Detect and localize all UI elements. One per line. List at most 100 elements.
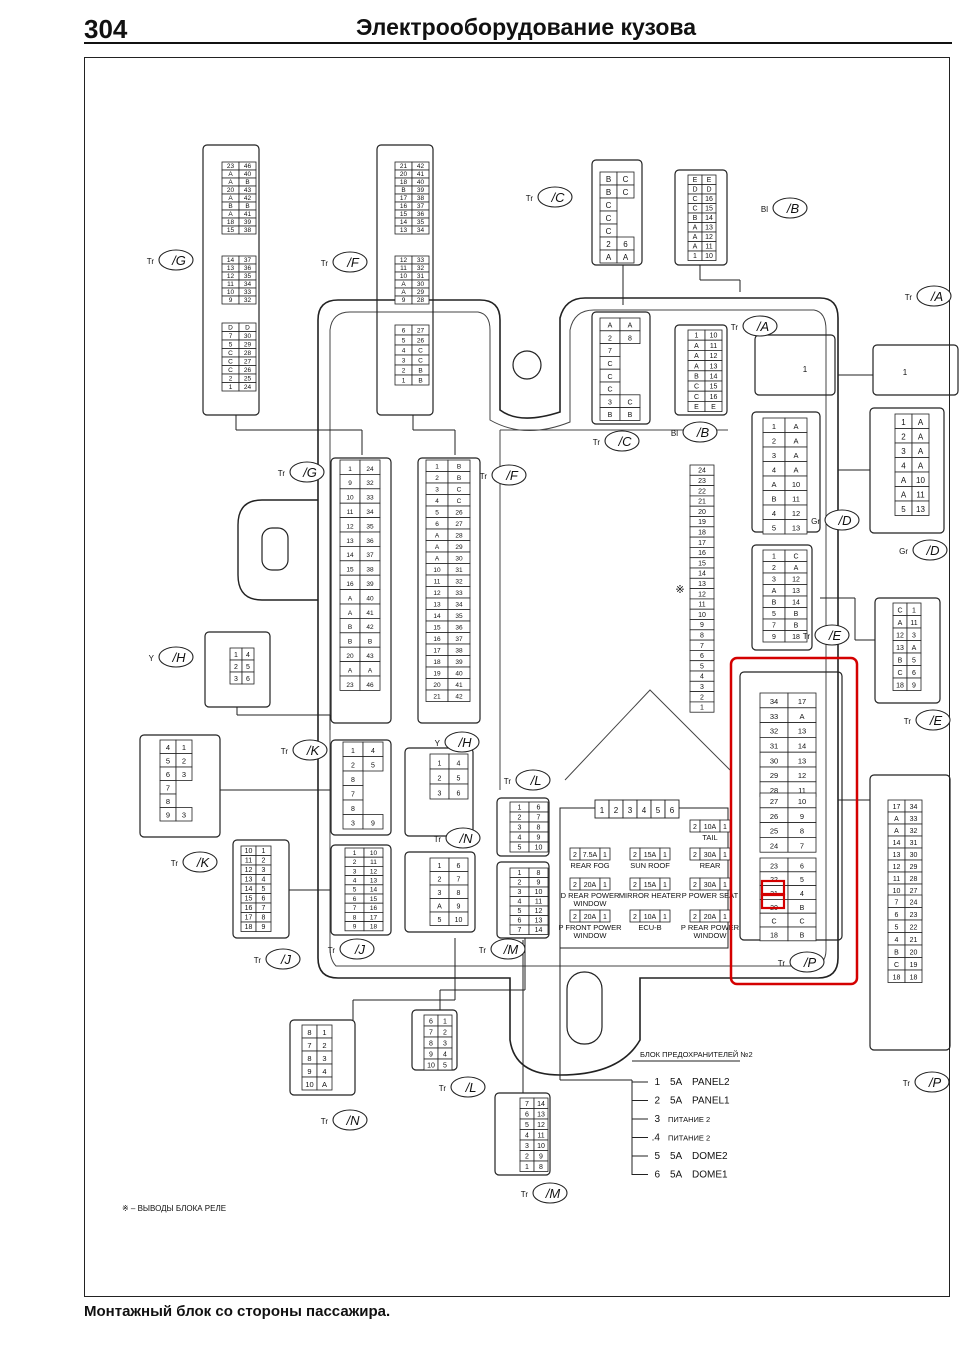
pin-label: 13 (792, 523, 800, 532)
box-connector-c-body (591, 311, 651, 425)
pin-label: 15 (433, 625, 441, 632)
connector-badge-outline (265, 948, 301, 970)
connector-badge-outline (158, 249, 194, 271)
pin-label: 4 (353, 878, 357, 885)
pin-label: 31 (455, 567, 463, 574)
pin-label: 20 (698, 509, 706, 516)
pin-label: 41 (366, 610, 374, 617)
pin-label: 1 (351, 748, 355, 755)
pin-label: A (348, 595, 353, 602)
fuse-block2-name: DOME2 (692, 1151, 728, 1162)
pin-label: 38 (366, 567, 374, 574)
pin-label: 40 (455, 671, 463, 678)
pin-label: 15 (705, 206, 713, 213)
pin-cell (904, 969, 923, 983)
pin-label: 3 (322, 1054, 326, 1063)
pin-label: B (606, 175, 611, 184)
pin-label: 9 (262, 924, 266, 931)
pin-label: 2 (525, 1153, 529, 1160)
pin-label: 27 (910, 888, 918, 895)
pin-label: C (457, 487, 462, 494)
pin-label: 32 (244, 297, 252, 304)
pin-label: 14 (710, 373, 718, 380)
pin-label: 14 (370, 887, 378, 894)
fuse-pin-label: 2 (633, 852, 637, 859)
pin-label: 3 (518, 825, 522, 832)
connector-badge-label: /G (302, 465, 317, 480)
fuse-name: REAR (700, 861, 721, 870)
pin-label: 10 (893, 888, 901, 895)
pin-label: 33 (244, 289, 252, 296)
pin-label: A (401, 289, 406, 296)
pin-label: 7 (353, 905, 357, 912)
connector-badge-outline (450, 1076, 486, 1098)
pin-cell (411, 374, 430, 386)
pin-label: 9 (371, 820, 375, 827)
pin-label: 40 (417, 179, 425, 186)
pin-label: 4 (525, 1132, 529, 1139)
pin-label: 37 (455, 636, 463, 643)
connector-badge-outline (604, 430, 640, 452)
fuse-name: SUN ROOF (630, 861, 670, 870)
pin-label: A (693, 225, 698, 232)
fuse-pin-label: 1 (603, 914, 607, 921)
pin-label: 41 (417, 171, 425, 178)
pin-label: 8 (353, 914, 357, 921)
pin-label: 9 (537, 835, 541, 842)
fuse-amp: 20A (584, 914, 597, 921)
wire-color-prefix: Tr (254, 956, 262, 965)
page-number: 304 (84, 14, 128, 44)
diagram-frame (84, 57, 950, 1297)
relay-roof-line (564, 689, 731, 781)
pin-label: A (228, 171, 233, 178)
pin-label: 35 (366, 523, 374, 530)
wire-color-prefix: Tr (904, 717, 912, 726)
ext-connector-k-body (139, 734, 221, 838)
wire-color-prefix: Tr (593, 438, 601, 447)
pin-label: 5 (435, 510, 439, 517)
pin-label: 3 (772, 577, 776, 584)
pin-label: B (772, 600, 777, 607)
pin-label: 3 (435, 487, 439, 494)
pin-cell (689, 701, 715, 713)
pin-label: 26 (417, 338, 425, 345)
fuse-slot-number: 5 (656, 806, 661, 815)
pin-label: 7 (700, 643, 704, 650)
pin-label: B (418, 368, 422, 375)
wire-color-prefix: Tr (321, 1117, 329, 1126)
pin-label: E (693, 177, 698, 184)
pin-label: 10 (535, 889, 543, 896)
pin-label: 35 (455, 613, 463, 620)
pin-label: 32 (455, 579, 463, 586)
pin-label: B (457, 464, 461, 471)
pin-label: 14 (400, 219, 408, 226)
pin-label: A (918, 432, 924, 441)
pin-label: 2 (518, 815, 522, 822)
pin-label: 7 (307, 1041, 311, 1050)
pin-label: 10 (705, 253, 713, 260)
box-connector-g-body (330, 457, 392, 724)
fuse-block2-title: БЛОК ПРЕДОХРАНИТЕЛЕЙ №2 (640, 1050, 753, 1059)
pin-label: 8 (307, 1054, 311, 1063)
pin-label: 13 (245, 877, 253, 884)
pin-label: A (793, 436, 798, 445)
pin-label: 3 (438, 790, 442, 797)
pin-label: 14 (245, 886, 253, 893)
pin-label: A (918, 461, 924, 470)
pin-label: 1 (518, 805, 522, 812)
pin-label: 12 (346, 523, 354, 530)
wire-color-prefix: Tr (903, 1079, 911, 1088)
pin-label: 10 (305, 1080, 313, 1089)
pin-label: 1 (353, 850, 357, 857)
pin-label: 8 (628, 335, 632, 342)
pin-label: 42 (244, 195, 252, 202)
pin-label: 33 (417, 257, 425, 264)
fuse-pin-label: 1 (663, 882, 667, 889)
connector-badge-outline (490, 938, 526, 960)
pin-label: B (794, 623, 799, 630)
pin-label: 1 (234, 652, 238, 659)
pin-label: 16 (245, 905, 253, 912)
